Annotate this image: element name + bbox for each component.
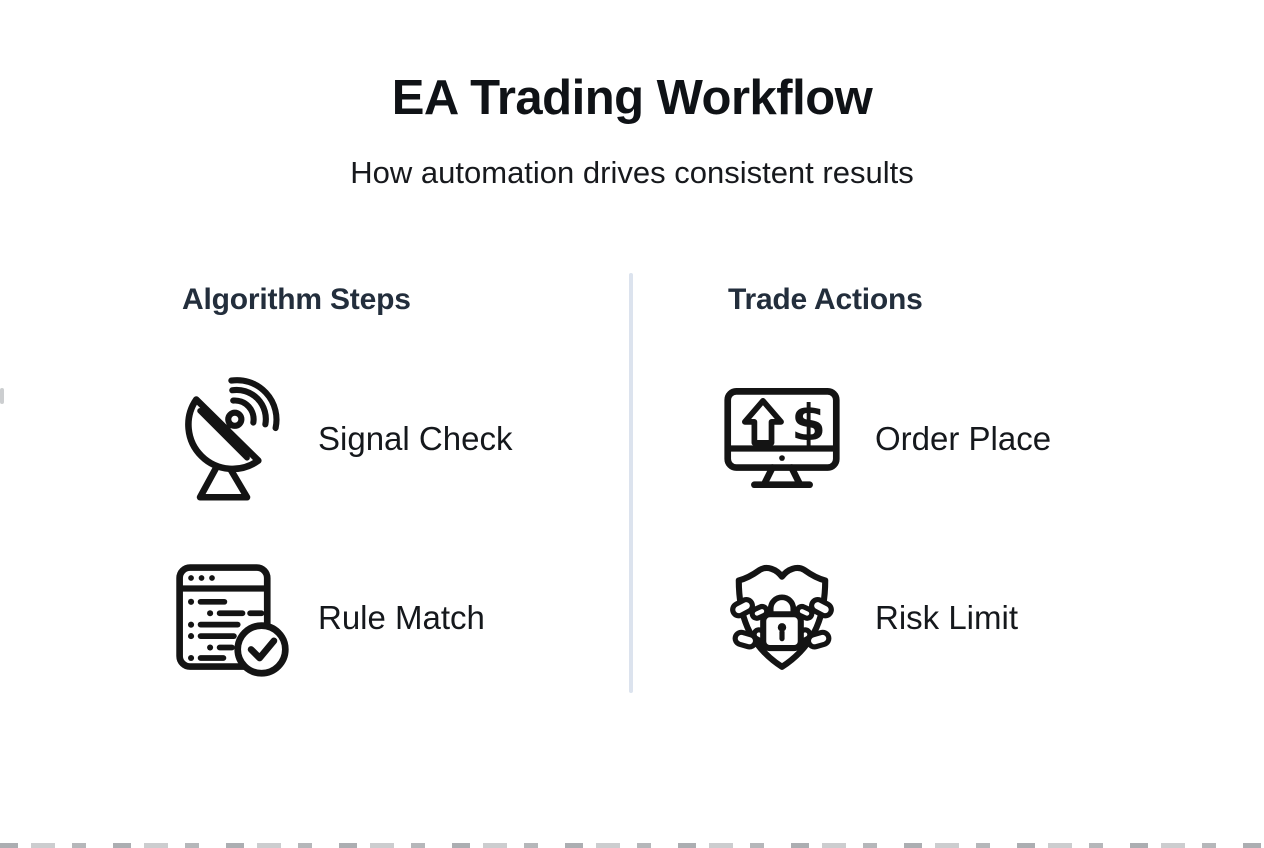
- item-label: Risk Limit: [875, 599, 1019, 636]
- screenshot-bottom-artifact: [0, 843, 1264, 848]
- checklist-window-icon: [172, 556, 292, 680]
- satellite-dish-icon: [172, 377, 292, 501]
- monitor-buy-order-icon: $: [722, 377, 842, 501]
- page-subtitle: How automation drives consistent results: [350, 155, 914, 190]
- item-label: Order Place: [875, 420, 1052, 457]
- list-item-signal-check: Signal Check: [172, 377, 512, 501]
- screenshot-edge-smudge: [0, 388, 4, 404]
- item-label: Rule Match: [318, 599, 485, 636]
- item-label: Signal Check: [318, 420, 513, 457]
- shield-lock-chain-icon: [722, 556, 842, 680]
- list-item-order-place: $ Order Place: [722, 377, 1051, 501]
- page-title: EA Trading Workflow: [391, 71, 873, 125]
- column-header-algorithm-steps: Algorithm Steps: [182, 283, 411, 316]
- column-divider: [629, 273, 633, 693]
- list-item-risk-limit: Risk Limit: [722, 556, 1018, 680]
- list-item-rule-match: Rule Match: [172, 556, 485, 680]
- svg-text:$: $: [791, 394, 825, 452]
- column-header-trade-actions: Trade Actions: [728, 283, 923, 316]
